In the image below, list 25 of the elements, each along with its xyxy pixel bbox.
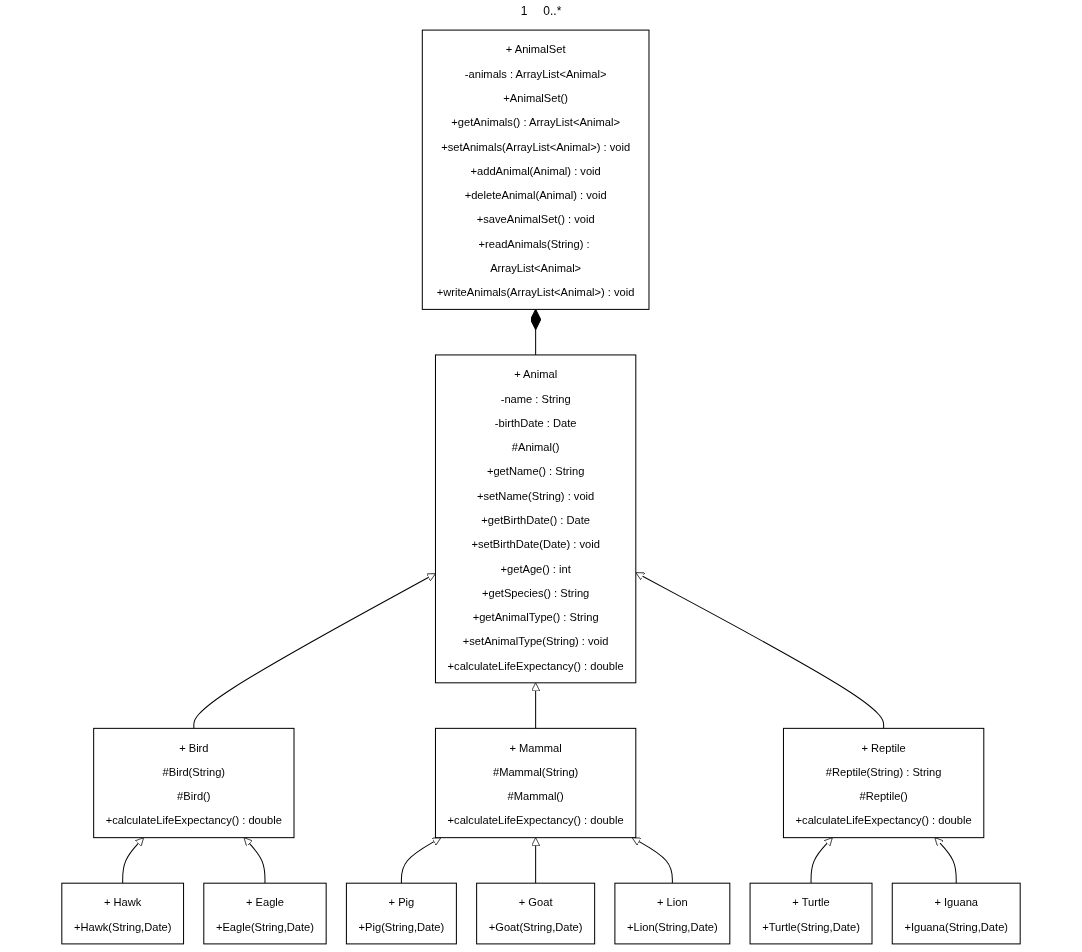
node-box: + Pig +Pig(String,Date) bbox=[345, 882, 457, 945]
node-box: + Lion +Lion(String,Date) bbox=[614, 882, 731, 945]
node-box: + Iguana +Iguana(String,Date) bbox=[891, 882, 1021, 945]
node-box: + Reptile #Reptile(String) : String #Reptile() +calculateLifeExpectancy() : double bbox=[782, 727, 985, 839]
arrow bbox=[531, 682, 541, 729]
node-box: + Turtle +Turtle(String,Date) bbox=[749, 882, 873, 945]
node-box: + Bird #Bird(String) #Bird() +calculateLifeExpectancy() : double bbox=[93, 727, 295, 839]
multiplicity-label: 0..* bbox=[543, 4, 562, 18]
arrow bbox=[243, 837, 266, 884]
arrow bbox=[810, 837, 833, 884]
node-box: + Animal -name : String -birthDate : Date #Animal() +getName() : String +setName(String) : void +getBirthDate() : Date +setBirthDate(Date) : void +getAge() : int +getSpecies() : String +getAnimalType() : String +setAnimalType(String) : void +calculateLifeExpectancy() : double bbox=[434, 354, 637, 684]
arrow bbox=[400, 837, 442, 884]
node-box: + Goat +Goat(String,Date) bbox=[476, 882, 596, 945]
arrow bbox=[122, 837, 144, 884]
arrow bbox=[531, 837, 541, 884]
arrow bbox=[635, 572, 885, 729]
node-box: + Hawk +Hawk(String,Date) bbox=[61, 882, 185, 945]
node-box: + Mammal #Mammal(String) #Mammal() +calculateLifeExpectancy() : double bbox=[434, 727, 637, 839]
arrow bbox=[631, 837, 673, 884]
node-box: + AnimalSet -animals : ArrayList<Animal> +AnimalSet() +getAnimals() : ArrayList<Animal> +setAnimals(ArrayList<Animal>) : void +addAnimal(Animal) : void +deleteAnimal(Animal) : void +saveAnimalSet() : void +readAnimals(String) : ArrayList<Animal> +writeAnimals(ArrayList<Animal>) : void bbox=[421, 29, 650, 310]
node-box: + Eagle +Eagle(String,Date) bbox=[203, 882, 327, 945]
arrow bbox=[193, 573, 436, 729]
connector bbox=[530, 308, 542, 356]
multiplicity-label: 1 bbox=[520, 4, 528, 18]
arrow bbox=[934, 837, 957, 884]
